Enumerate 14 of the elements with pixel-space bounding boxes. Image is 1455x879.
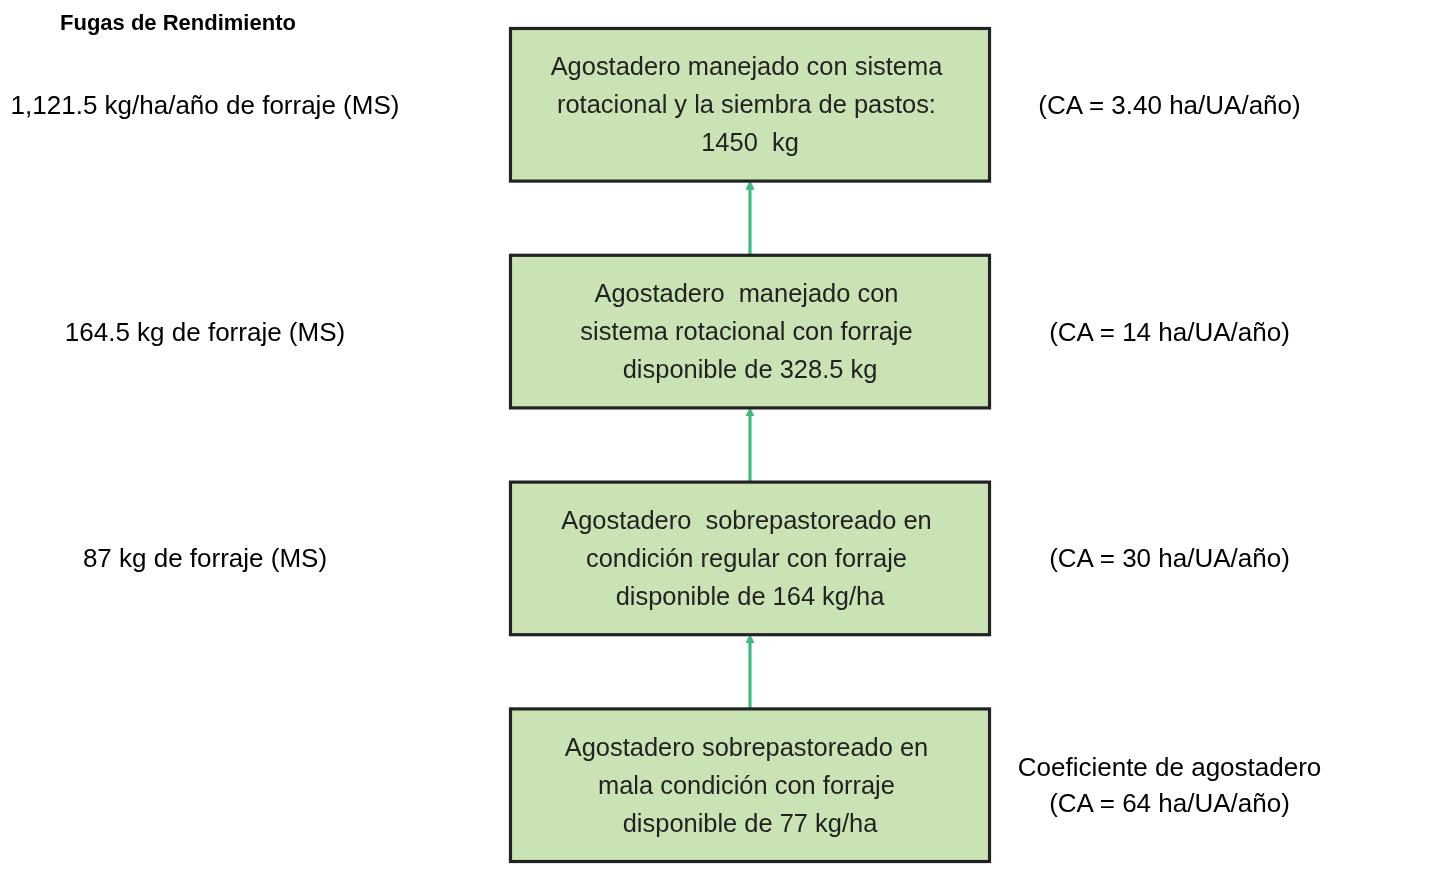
node-box: Agostadero manejado con sistema rotacional con forraje disponible de 328.5 kg xyxy=(508,253,992,410)
yield-note: 87 kg de forraje (MS) xyxy=(81,542,329,576)
capacity-note: (CA = 3.40 ha/UA/año) xyxy=(1037,88,1302,122)
node-box: Agostadero sobrepastoreado en mala condición con forraje disponible de 77 kg/ha xyxy=(508,707,992,864)
node-box: Agostadero manejado con sistema rotacional y la siembra de pastos: 1450 kg xyxy=(508,26,992,183)
yield-note: 164.5 kg de forraje (MS) xyxy=(63,315,347,349)
yield-note: 1,121.5 kg/ha/año de forraje (MS) xyxy=(9,88,401,122)
arrow xyxy=(745,407,755,483)
heading: Fugas de Rendimiento xyxy=(60,10,296,36)
capacity-note: Coeficiente de agostadero (CA = 64 ha/UA/año) xyxy=(1016,750,1323,821)
arrow xyxy=(745,634,755,709)
node-box: Agostadero sobrepastoreado en condición regular con forraje disponible de 164 kg/ha xyxy=(508,480,992,637)
capacity-note: (CA = 14 ha/UA/año) xyxy=(1048,315,1291,349)
capacity-note: (CA = 30 ha/UA/año) xyxy=(1048,542,1291,576)
